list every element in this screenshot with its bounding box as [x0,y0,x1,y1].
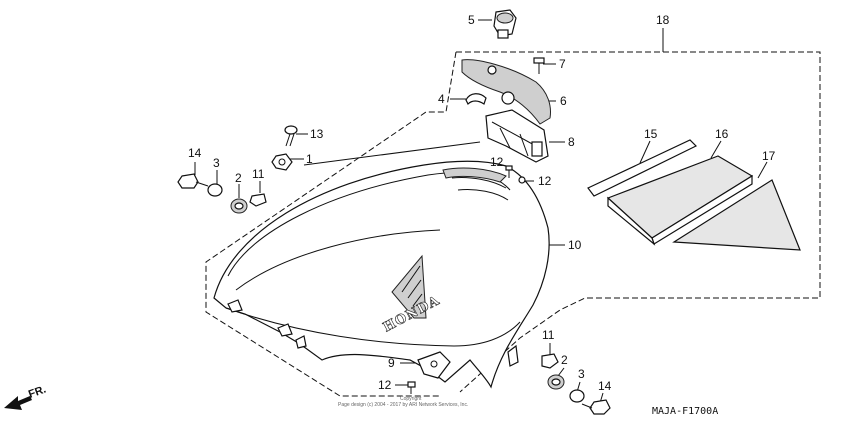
lock-part-5 [493,9,517,39]
callout-12-upper-a: 12 [490,155,504,169]
callout-14-left: 14 [188,146,202,160]
footer-text: Page design (c) 2004 - 2017 by ARI Netwo… [338,402,468,408]
nut-part-1 [271,153,293,171]
callout-6: 6 [560,94,567,108]
diagram-code: MAJA-F1700A [652,406,718,417]
callout-15: 15 [644,127,658,141]
strip-part-15 [587,139,698,197]
screw-part-12-upper [505,165,526,184]
screw-part-7 [533,57,545,74]
callout-17: 17 [762,149,776,163]
assembly-boundary [205,51,821,397]
callout-12-lower: 12 [378,378,392,392]
honda-wing-emblem [391,254,427,319]
callout-4: 4 [438,92,445,106]
callout-3-right: 3 [578,367,585,381]
callout-14-right: 14 [598,379,612,393]
front-direction-arrow: FR. [4,383,48,410]
callout-2-left: 2 [235,171,242,185]
callout-10: 10 [568,238,582,252]
callout-7: 7 [559,57,566,71]
callout-13: 13 [310,127,324,141]
screw-part-12-lower [407,381,416,394]
callout-11-right: 11 [542,328,555,342]
callout-2-right: 2 [561,353,568,367]
callout-numbers: 5 18 7 6 4 8 13 1 14 3 2 11 12 12 15 16 … [188,13,776,393]
foam-pad-part-16 [606,155,754,246]
bracket-part-9 [417,351,451,379]
callout-11-left: 11 [252,167,265,181]
callout-9: 9 [388,356,395,370]
callout-5: 5 [468,13,475,27]
fastener-group-right [541,353,611,415]
latch-bracket-part-8 [485,109,549,163]
fastener-group-left [177,173,267,214]
triangle-pad-part-17 [672,179,801,251]
direction-label: FR. [27,383,48,400]
callout-12-upper-b: 12 [538,174,552,188]
callout-8: 8 [568,135,575,149]
callout-16: 16 [715,127,729,141]
clip-part-4 [465,93,487,106]
callout-1: 1 [306,152,313,166]
bolt-part-13 [284,125,298,147]
callout-18: 18 [656,13,670,27]
leader-lines [194,19,768,404]
copyright-text: Copyright [400,396,422,402]
callout-3-left: 3 [213,156,220,170]
seat-cowl: HONDA [213,160,550,389]
rear-cover-part-6 [461,59,551,125]
